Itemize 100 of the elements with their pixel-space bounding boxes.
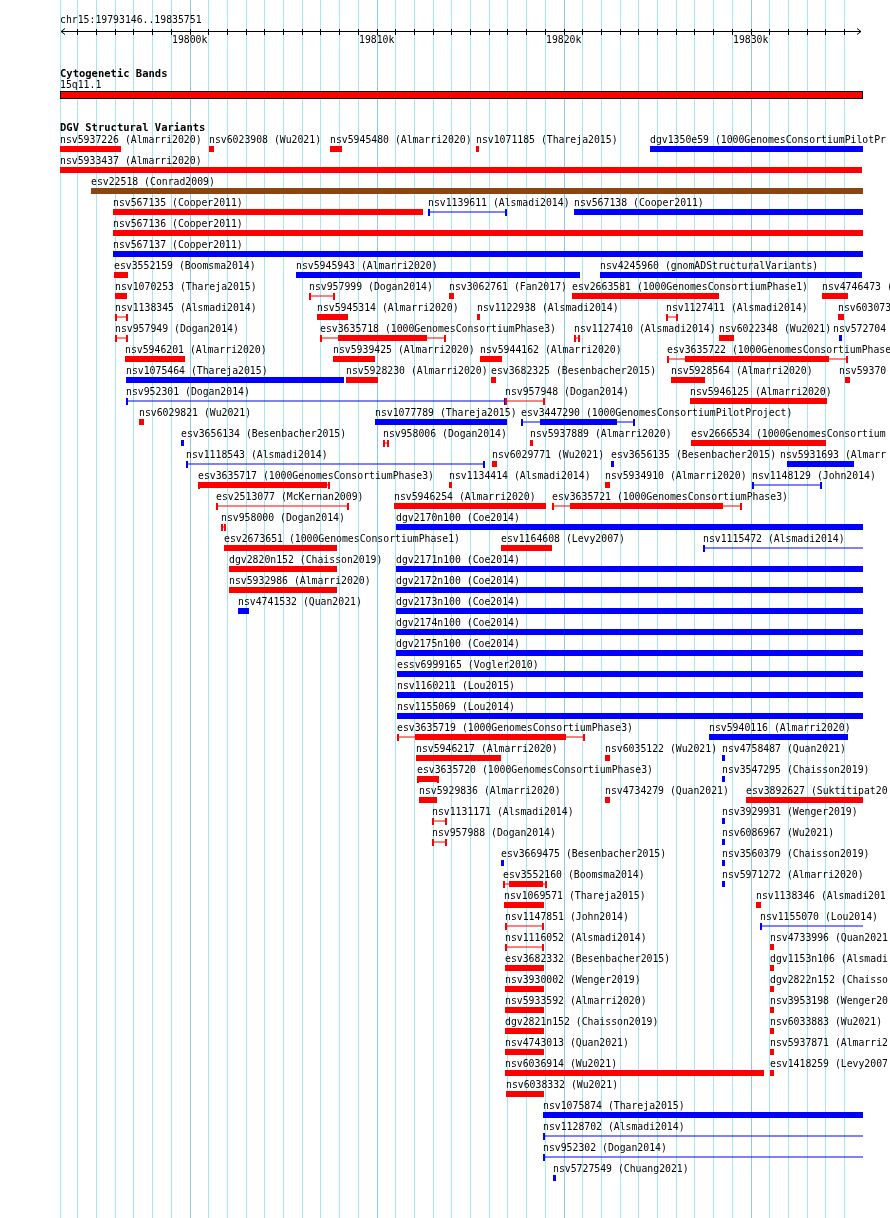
variant-label: nsv1116052 (Alsmadi2014) bbox=[505, 932, 647, 944]
variant-label: esv3892627 (Suktitipat20 bbox=[746, 785, 888, 797]
variant-label: nsv4245960 (gnomADStructuralVariants) bbox=[600, 260, 819, 272]
variant-label: nsv567137 (Cooper2011) bbox=[113, 239, 243, 251]
variant-label: nsv1122938 (Alsmadi2014) bbox=[477, 302, 619, 314]
variant-label: nsv1069571 (Thareja2015) bbox=[504, 890, 646, 902]
tick-label: 19830k bbox=[733, 34, 769, 46]
variant-label: nsv3547295 (Chaisson2019) bbox=[722, 764, 870, 776]
variant-label: nsv957999 (Dogan2014) bbox=[309, 281, 433, 293]
variant-label: esv3552160 (Boomsma2014) bbox=[503, 869, 645, 881]
variant-label: esv3682332 (Besenbacher2015) bbox=[505, 953, 671, 965]
variant-label: nsv1128702 (Alsmadi2014) bbox=[543, 1121, 685, 1133]
variant-label: nsv1075874 (Thareja2015) bbox=[543, 1100, 685, 1112]
variant-label: esv3669475 (Besenbacher2015) bbox=[501, 848, 667, 860]
variant-label: nsv957949 (Dogan2014) bbox=[115, 323, 239, 335]
variant-label: esv2663581 (1000GenomesConsortiumPhase1) bbox=[572, 281, 808, 293]
variant-label: nsv4743013 (Quan2021) bbox=[505, 1037, 629, 1049]
variant-label: nsv5929836 (Almarri2020) bbox=[419, 785, 561, 797]
variant-label: nsv4734279 (Quan2021) bbox=[605, 785, 729, 797]
coordinate-label: chr15:19793146..19835751 bbox=[60, 14, 202, 26]
variant-label: esv3635721 (1000GenomesConsortiumPhase3) bbox=[552, 491, 788, 503]
variant-label: nsv957948 (Dogan2014) bbox=[505, 386, 629, 398]
variant-label: esv3635717 (1000GenomesConsortiumPhase3) bbox=[198, 470, 434, 482]
variant-label: nsv5727549 (Chuang2021) bbox=[553, 1163, 689, 1175]
variant-label: nsv5971272 (Almarri2020) bbox=[722, 869, 864, 881]
variant-label: nsv603073 bbox=[838, 302, 890, 314]
variant-label: esv3656135 (Besenbacher2015) bbox=[611, 449, 777, 461]
variant-label: dgv2820n152 (Chaisson2019) bbox=[229, 554, 383, 566]
variant-label: esv1164608 (Levy2007) bbox=[501, 533, 625, 545]
variant-label: esv3635719 (1000GenomesConsortiumPhase3) bbox=[397, 722, 633, 734]
variant-label: nsv6022348 (Wu2021) bbox=[719, 323, 832, 335]
variant-label: nsv1155069 (Lou2014) bbox=[397, 701, 515, 713]
variant-label: nsv1139611 (Alsmadi2014) bbox=[428, 197, 570, 209]
variant-label: nsv6029821 (Wu2021) bbox=[139, 407, 252, 419]
variant-label: nsv1071185 (Thareja2015) bbox=[476, 134, 618, 146]
variant-label: nsv3930002 (Wenger2019) bbox=[505, 974, 641, 986]
variant-label: nsv5939425 (Almarri2020) bbox=[333, 344, 475, 356]
variant-label: nsv1147851 (John2014) bbox=[505, 911, 629, 923]
variant-label: nsv6023908 (Wu2021) bbox=[209, 134, 322, 146]
variant-label: nsv5945480 (Almarri2020) bbox=[330, 134, 472, 146]
variant-label: nsv5937889 (Almarri2020) bbox=[530, 428, 672, 440]
variant-label: nsv567136 (Cooper2011) bbox=[113, 218, 243, 230]
track-title: Cytogenetic Bands bbox=[60, 67, 168, 79]
variant-label: esv3682325 (Besenbacher2015) bbox=[491, 365, 657, 377]
variant-label: esv1418259 (Levy2007 bbox=[770, 1058, 888, 1070]
variant-label: dgv2173n100 (Coe2014) bbox=[396, 596, 520, 608]
variant-label: nsv5933592 (Almarri2020) bbox=[505, 995, 647, 1007]
variant-label: esv3635722 (1000GenomesConsortiumPhase bbox=[667, 344, 890, 356]
variant-label: esv2673651 (1000GenomesConsortiumPhase1) bbox=[224, 533, 460, 545]
band-label: 15q11.1 bbox=[60, 79, 102, 92]
variant-label: nsv5946254 (Almarri2020) bbox=[394, 491, 536, 503]
variant-label: dgv2172n100 (Coe2014) bbox=[396, 575, 520, 587]
variant-label: dgv1153n106 (Alsmadi bbox=[770, 953, 888, 965]
variant-label: nsv3953198 (Wenger20 bbox=[770, 995, 888, 1007]
variant-label: nsv5934910 (Almarri2020) bbox=[605, 470, 747, 482]
variant-label: nsv1115472 (Alsmadi2014) bbox=[703, 533, 845, 545]
variant-label: nsv5937226 (Almarri2020) bbox=[60, 134, 202, 146]
variant-label: esv3447290 (1000GenomesConsortiumPilotProject) bbox=[521, 407, 793, 419]
variant-label: nsv1160211 (Lou2015) bbox=[397, 680, 515, 692]
variant-label: essv6999165 (Vogler2010) bbox=[397, 659, 539, 671]
variant-label: nsv1118543 (Alsmadi2014) bbox=[186, 449, 328, 461]
variant-label: dgv2171n100 (Coe2014) bbox=[396, 554, 520, 566]
tick-label: 19810k bbox=[359, 34, 395, 46]
variant-label: nsv5928230 (Almarri2020) bbox=[346, 365, 488, 377]
variant-label: nsv5946217 (Almarri2020) bbox=[416, 743, 558, 755]
variant-label: esv22518 (Conrad2009) bbox=[91, 176, 215, 188]
variant-label: nsv6038332 (Wu2021) bbox=[506, 1079, 619, 1091]
variant-label: nsv1155070 (Lou2014) bbox=[760, 911, 878, 923]
variant-label: esv2666534 (1000GenomesConsortium bbox=[691, 428, 886, 440]
variant-label: esv3656134 (Besenbacher2015) bbox=[181, 428, 347, 440]
variant-label: nsv5932986 (Almarri2020) bbox=[229, 575, 371, 587]
variant-label: esv3635718 (1000GenomesConsortiumPhase3) bbox=[320, 323, 556, 335]
variant-label: dgv1350e59 (1000GenomesConsortiumPilotPr bbox=[650, 134, 886, 146]
variant-label: nsv1131171 (Alsmadi2014) bbox=[432, 806, 574, 818]
track-title: DGV Structural Variants bbox=[60, 121, 206, 133]
variant-label: nsv1138346 (Alsmadi201 bbox=[756, 890, 886, 902]
tick-label: 19800k bbox=[172, 34, 208, 46]
variant-label: nsv5933437 (Almarri2020) bbox=[60, 155, 202, 167]
tick-label: 19820k bbox=[546, 34, 582, 46]
variant-label: esv3635720 (1000GenomesConsortiumPhase3) bbox=[417, 764, 653, 776]
variant-label: nsv1077789 (Thareja2015) bbox=[375, 407, 517, 419]
variant-label: esv3552159 (Boomsma2014) bbox=[114, 260, 256, 272]
variant-label: nsv957988 (Dogan2014) bbox=[432, 827, 556, 839]
variant-label: nsv1070253 (Thareja2015) bbox=[115, 281, 257, 293]
variant-label: nsv6086967 (Wu2021) bbox=[722, 827, 835, 839]
variant-label: esv2513077 (McKernan2009) bbox=[216, 491, 364, 503]
variant-label: nsv1138345 (Alsmadi2014) bbox=[115, 302, 257, 314]
variant-label: nsv3929931 (Wenger2019) bbox=[722, 806, 858, 818]
variant-label: nsv3062761 (Fan2017) bbox=[449, 281, 567, 293]
variant-label: dgv2822n152 (Chaisso bbox=[770, 974, 888, 986]
variant-label: nsv4758487 (Quan2021) bbox=[722, 743, 846, 755]
variant-label: nsv5946125 (Almarri2020) bbox=[690, 386, 832, 398]
variant-label: nsv6036914 (Wu2021) bbox=[505, 1058, 618, 1070]
variant-label: nsv567138 (Cooper2011) bbox=[574, 197, 704, 209]
variant-label: dgv2821n152 (Chaisson2019) bbox=[505, 1016, 659, 1028]
variant-label: dgv2175n100 (Coe2014) bbox=[396, 638, 520, 650]
variant-label: nsv4741532 (Quan2021) bbox=[238, 596, 362, 608]
variant-label: nsv5945314 (Almarri2020) bbox=[317, 302, 459, 314]
variant-label: nsv572704 bbox=[833, 323, 887, 335]
variant-label: dgv2174n100 (Coe2014) bbox=[396, 617, 520, 629]
